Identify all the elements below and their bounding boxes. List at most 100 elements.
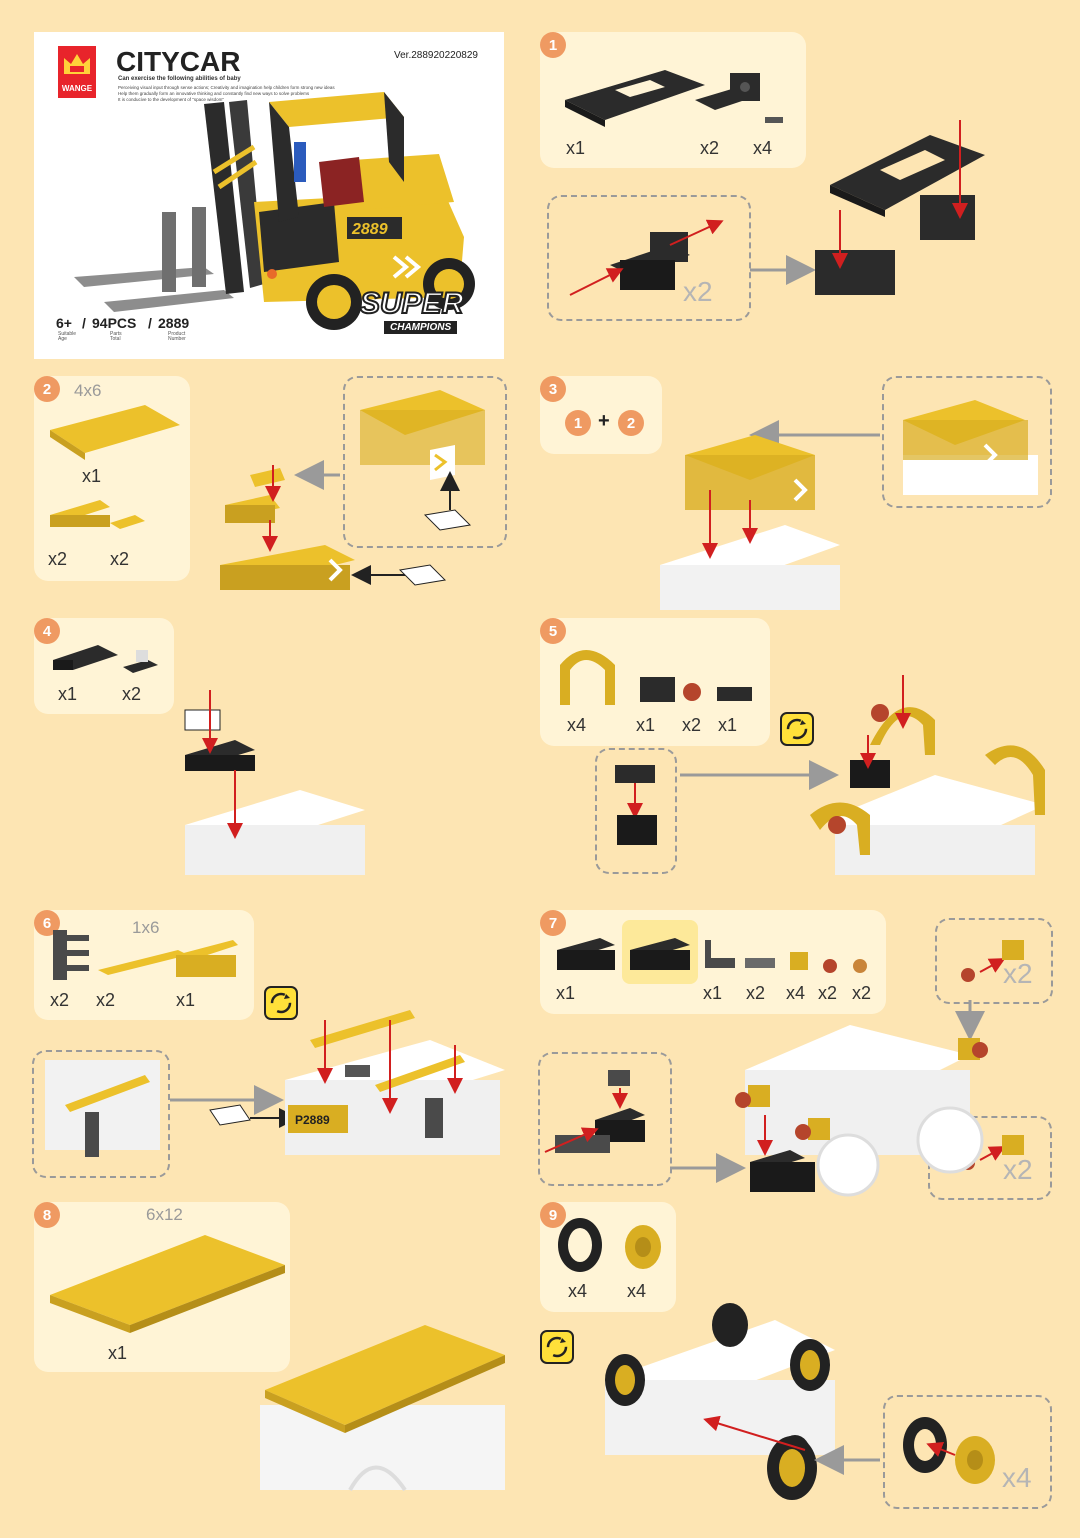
feature-line: It is conducive to the development of "s… xyxy=(118,97,225,102)
step7-assembly xyxy=(544,940,1024,1197)
qty-label: x2 xyxy=(682,715,702,735)
repeat-count: x2 xyxy=(683,276,713,307)
cover-title: CITYCAR xyxy=(116,46,241,77)
step-number-badge: 4 xyxy=(34,618,60,644)
cover-panel: WANGE CITYCAR Ver.288920220829 Can exerc… xyxy=(34,32,504,359)
logo-bottom-word: CHAMPIONS xyxy=(384,321,458,334)
qty-label: x2 xyxy=(96,990,116,1010)
step7-parts xyxy=(557,938,867,973)
crown-icon xyxy=(64,54,90,74)
qty-label: x1 xyxy=(58,684,78,704)
step7-detail-box-a xyxy=(935,918,1053,1004)
step-number-badge: 3 xyxy=(540,376,566,402)
step9-detail-box xyxy=(883,1395,1052,1509)
brand-logo: WANGE xyxy=(58,46,96,98)
qty-label: x2 xyxy=(110,549,130,569)
qty-label: x1 xyxy=(82,466,102,486)
part-dimension: 4x6 xyxy=(74,381,102,400)
super-champions-logo: SUPER CHAMPIONS xyxy=(354,286,476,337)
step2-parts xyxy=(50,405,180,529)
qty-label: x1 xyxy=(636,715,656,735)
sub-step-ref-a: 1 xyxy=(565,410,591,436)
suitable-age: 6+ xyxy=(56,315,72,331)
rotate-icon xyxy=(546,1336,568,1358)
rotate-model-icon xyxy=(540,1330,574,1364)
rotate-model-icon xyxy=(264,986,298,1020)
step-number-badge: 2 xyxy=(34,376,60,402)
step6-assembly: P2889 xyxy=(45,1010,505,1157)
product-number: 2889 xyxy=(158,315,190,331)
plus-sign: + xyxy=(598,410,610,432)
forklift-illustration: 2889 xyxy=(74,92,475,330)
step-number-badge: 9 xyxy=(540,1202,566,1228)
rotate-icon xyxy=(270,992,292,1014)
qty-label: x2 xyxy=(818,983,838,1003)
step9-assembly xyxy=(605,1303,995,1500)
repeat-count: x2 xyxy=(1003,958,1033,989)
step-number-badge: 8 xyxy=(34,1202,60,1228)
parts-label: Parts xyxy=(110,331,122,337)
step2-assembly xyxy=(220,390,485,590)
feature-line: Perceiving visual input through sense ac… xyxy=(118,85,335,90)
step-number-badge: 5 xyxy=(540,618,566,644)
age-label: Suitable xyxy=(58,331,77,337)
qty-label: x4 xyxy=(568,1281,588,1301)
rotate-icon xyxy=(786,718,808,740)
qty-label: x2 xyxy=(700,138,720,158)
step3-assembly xyxy=(660,400,1038,610)
forklift-sticker: 2889 xyxy=(351,221,388,238)
step-number-badge: 1 xyxy=(540,32,566,58)
qty-label: x1 xyxy=(108,1343,128,1363)
step-number-badge: 7 xyxy=(540,910,566,936)
step5-subassembly-box xyxy=(595,748,677,874)
brand-name: WANGE xyxy=(61,84,93,93)
parts-total: 94PCS xyxy=(92,315,137,331)
step2-parts-panel xyxy=(34,376,190,581)
step6-detail-box xyxy=(32,1050,170,1178)
feature-line: Help them gradually form an innovative t… xyxy=(118,91,310,96)
rotate-model-icon xyxy=(780,712,814,746)
product-label: Number xyxy=(168,336,186,342)
step5-assembly xyxy=(615,675,1045,875)
step8-assembly xyxy=(260,1325,505,1492)
repeat-count: x2 xyxy=(1003,1154,1033,1185)
sub-step-ref-b: 2 xyxy=(618,410,644,436)
product-label: Product xyxy=(168,331,186,337)
qty-label: x2 xyxy=(122,684,142,704)
qty-label: x4 xyxy=(786,983,806,1003)
license-plate: P2889 xyxy=(295,1113,330,1127)
qty-label: x1 xyxy=(718,715,738,735)
step7-subassembly-box xyxy=(538,1052,672,1186)
age-label: Age xyxy=(58,336,67,342)
repeat-count: x4 xyxy=(1002,1462,1032,1493)
step3-detail-box xyxy=(882,376,1052,508)
step9-parts xyxy=(558,1218,661,1272)
qty-label: x2 xyxy=(746,983,766,1003)
parts-label: Total xyxy=(110,336,121,342)
step1-subassembly xyxy=(569,219,724,296)
qty-label: x1 xyxy=(703,983,723,1003)
part-dimension: 1x6 xyxy=(132,918,160,937)
step4-parts xyxy=(53,645,158,673)
step5-parts xyxy=(560,650,752,705)
step1-subassembly-box xyxy=(547,195,751,321)
cover-tagline: Can exercise the following abilities of … xyxy=(118,76,241,82)
part-dimension: 6x12 xyxy=(146,1205,183,1224)
flow-arrow xyxy=(750,255,816,285)
qty-label: x2 xyxy=(50,990,70,1010)
qty-label: x4 xyxy=(567,715,587,735)
qty-label: x1 xyxy=(176,990,196,1010)
step1-assembly xyxy=(815,120,985,295)
qty-label: x4 xyxy=(627,1281,647,1301)
step6-parts xyxy=(53,930,238,980)
step2-sticker-box xyxy=(343,376,507,548)
step4-assembly xyxy=(184,690,365,875)
step8-parts xyxy=(50,1235,285,1333)
qty-label: x1 xyxy=(566,138,586,158)
logo-top-word: SUPER xyxy=(359,286,464,321)
qty-label: x4 xyxy=(753,138,773,158)
version-number: Ver.288920220829 xyxy=(394,50,478,61)
qty-label: x1 xyxy=(556,983,576,1003)
qty-label: x2 xyxy=(48,549,68,569)
qty-label: x2 xyxy=(852,983,872,1003)
